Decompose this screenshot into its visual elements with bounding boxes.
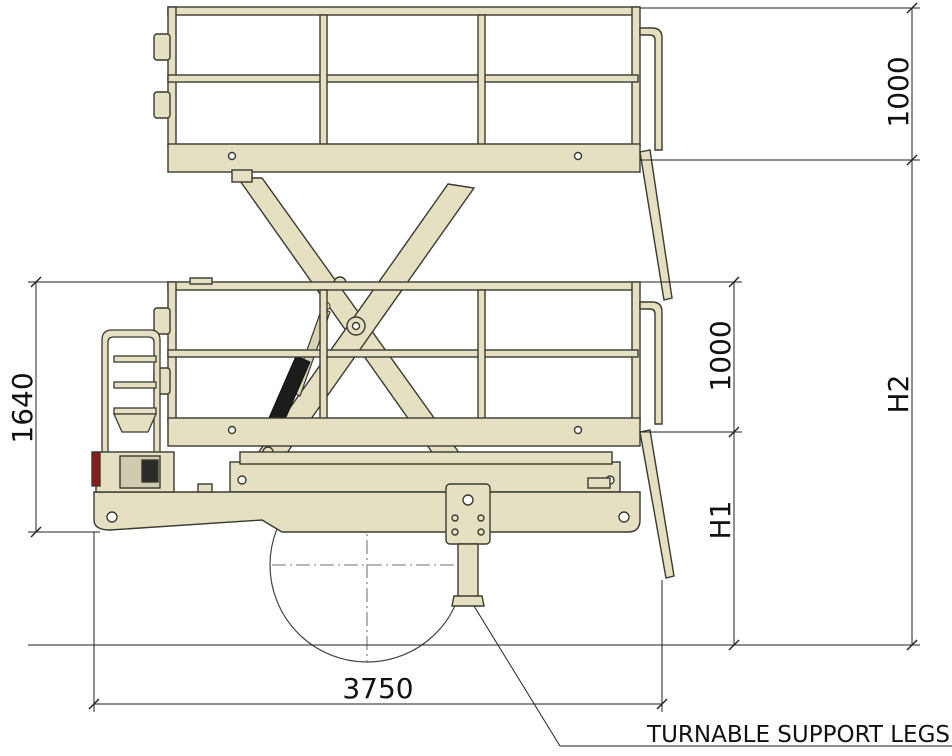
overall-length-label: 3750 [342,672,413,705]
overall-height-label: 1640 [6,372,39,443]
lower-rail-height-label: 1000 [704,320,737,391]
platform-height-lowered-label: H1 [704,501,737,540]
dimension-lines [28,7,952,747]
chassis [91,451,641,533]
dimension-ticks [30,2,918,710]
lowered-platform [153,277,675,579]
overall-height-raised-label: H2 [882,375,915,414]
turnable-support-leg [445,483,491,607]
raised-platform [153,6,673,301]
upper-rail-height-label: 1000 [882,56,915,127]
support-legs-callout: TURNABLE SUPPORT LEGS [646,722,950,748]
